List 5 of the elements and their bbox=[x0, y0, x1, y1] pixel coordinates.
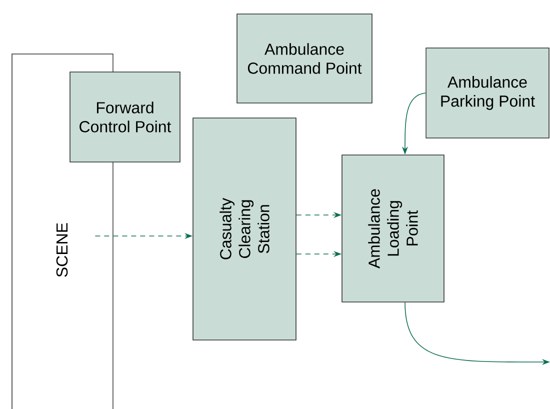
loading-point-box: Ambulance Loading Point bbox=[342, 154, 444, 302]
station-box: Casualty Clearing Station bbox=[192, 118, 296, 340]
parking-point-box: Ambulance Parking Point bbox=[426, 48, 550, 138]
control-point-box: Forward Control Point bbox=[70, 72, 180, 162]
command-point-box: Ambulance Command Point bbox=[236, 14, 372, 104]
